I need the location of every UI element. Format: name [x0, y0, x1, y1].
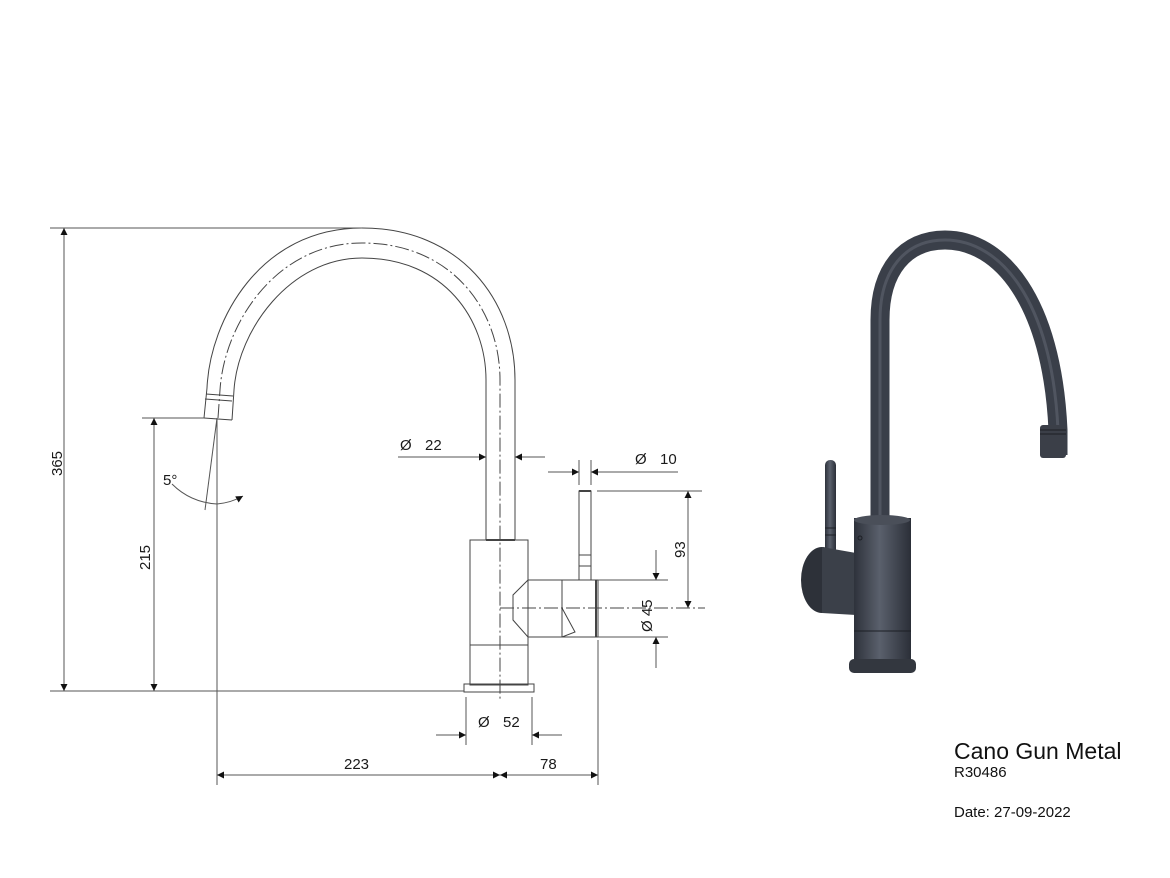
drawing-date: Date: 27-09-2022	[954, 804, 1071, 821]
dim-223: 223	[344, 756, 369, 773]
dim-d10-symbol: Ø	[635, 451, 647, 468]
dim-d10: 10	[660, 451, 677, 468]
dim-78: 78	[540, 756, 557, 773]
dim-d22-symbol: Ø	[400, 437, 412, 454]
faucet-outline	[203, 227, 705, 700]
dim-angle: 5°	[163, 472, 177, 489]
dim-d22: 22	[425, 437, 442, 454]
dim-365: 365	[49, 451, 66, 476]
dim-d52: 52	[503, 714, 520, 731]
product-code: R30486	[954, 764, 1007, 781]
dim-93: 93	[672, 541, 689, 558]
product-name: Cano Gun Metal	[954, 738, 1122, 764]
faucet-render-image	[801, 230, 1068, 673]
title-block: Cano Gun Metal R30486 Date: 27-09-2022	[954, 738, 1121, 822]
dim-d45: Ø 45	[639, 599, 656, 632]
dim-d52-symbol: Ø	[478, 714, 490, 731]
dim-215: 215	[137, 545, 154, 570]
dimension-lines	[50, 227, 702, 785]
